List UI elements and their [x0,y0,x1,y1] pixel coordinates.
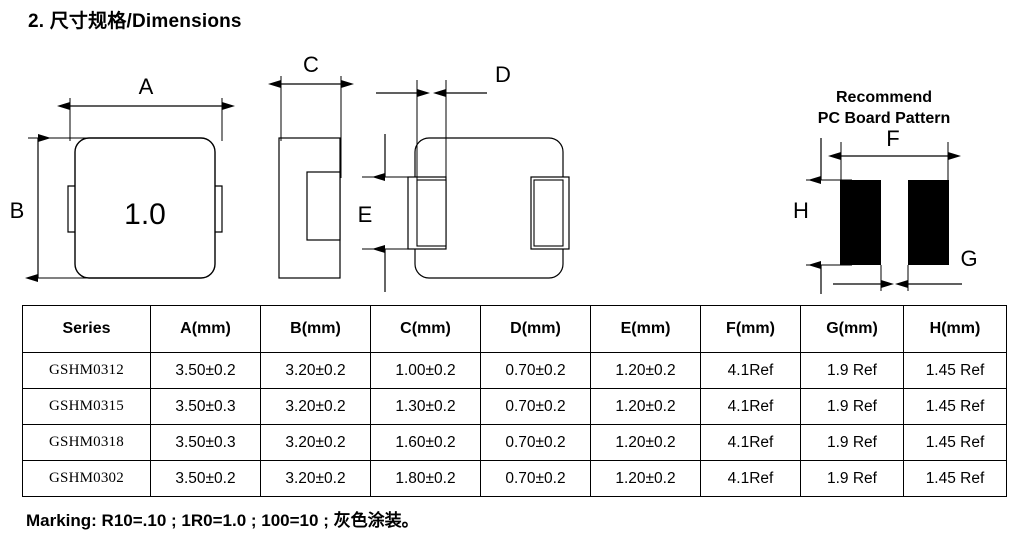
cell-b: 3.20±0.2 [260,388,371,425]
cell-e: 1.20±0.2 [590,388,701,425]
col-header-h: H(mm) [903,305,1007,353]
col-header-c: C(mm) [370,305,481,353]
cell-g: 1.9 Ref [800,460,904,497]
cell-d: 0.70±0.2 [480,424,591,461]
pcb-pattern-title-line1: Recommend [836,89,932,106]
cell-e: 1.20±0.2 [590,352,701,389]
dimension-label-h: H [793,198,809,223]
terminal-tab-right [215,185,223,233]
col-header-d: D(mm) [480,305,591,353]
cell-series: GSHM0318 [22,424,151,461]
cell-f: 4.1Ref [700,424,801,461]
cell-c: 1.30±0.2 [370,388,481,425]
col-header-e: E(mm) [590,305,701,353]
cell-c: 1.00±0.2 [370,352,481,389]
pcb-pad-right [908,180,949,265]
dimension-label-b: B [10,198,25,223]
bottom-view: D E [358,62,570,292]
pcb-pattern-title-line2: PC Board Pattern [818,110,950,127]
dimension-label-d: D [495,62,511,87]
pcb-pad-left [840,180,881,265]
dimension-label-a: A [139,74,154,99]
part-marking-value: 1.0 [124,198,166,231]
side-view: C [268,52,354,279]
marking-note: Marking: R10=.10 ; 1R0=1.0 ; 100=10 ; 灰色… [26,511,419,530]
cell-series: GSHM0302 [22,460,151,497]
cell-d: 0.70±0.2 [480,352,591,389]
cell-a: 3.50±0.3 [150,388,261,425]
cell-h: 1.45 Ref [903,460,1007,497]
pad-inner-right [533,179,564,247]
cell-e: 1.20±0.2 [590,424,701,461]
cell-h: 1.45 Ref [903,424,1007,461]
col-header-b: B(mm) [260,305,371,353]
cell-a: 3.50±0.2 [150,352,261,389]
dimension-label-c: C [303,52,319,77]
terminal-tab-left [67,185,75,233]
dimension-label-f: F [886,126,899,151]
table-row: GSHM0312 3.50±0.2 3.20±0.2 1.00±0.2 0.70… [22,352,1007,389]
cell-h: 1.45 Ref [903,388,1007,425]
col-header-a: A(mm) [150,305,261,353]
col-header-f: F(mm) [700,305,801,353]
top-view: 1.0 A B [10,74,235,282]
cell-f: 4.1Ref [700,460,801,497]
table-header-row: Series A(mm) B(mm) C(mm) D(mm) E(mm) F(m… [22,305,1007,353]
page-title: 2. 尺寸规格/Dimensions [28,11,242,32]
cell-d: 0.70±0.2 [480,388,591,425]
cell-a: 3.50±0.3 [150,424,261,461]
cell-g: 1.9 Ref [800,388,904,425]
cell-f: 4.1Ref [700,352,801,389]
dimensions-table: Series A(mm) B(mm) C(mm) D(mm) E(mm) F(m… [22,305,1007,497]
dimension-label-e: E [358,202,373,227]
cell-c: 1.60±0.2 [370,424,481,461]
dimension-label-g: G [960,246,977,271]
col-header-g: G(mm) [800,305,904,353]
cell-series: GSHM0312 [22,352,151,389]
side-terminal-outline [306,171,341,241]
pad-inner-left [416,179,447,247]
cell-d: 0.70±0.2 [480,460,591,497]
cell-b: 3.20±0.2 [260,352,371,389]
table-row: GSHM0302 3.50±0.2 3.20±0.2 1.80±0.2 0.70… [22,460,1007,497]
component-body-outline [74,137,216,279]
cell-c: 1.80±0.2 [370,460,481,497]
cell-b: 3.20±0.2 [260,424,371,461]
recommend-pc-board-pattern: Recommend PC Board Pattern F H [793,89,978,294]
col-header-series: Series [22,305,151,353]
table-row: GSHM0318 3.50±0.3 3.20±0.2 1.60±0.2 0.70… [22,424,1007,461]
cell-a: 3.50±0.2 [150,460,261,497]
cell-h: 1.45 Ref [903,352,1007,389]
table-row: GSHM0315 3.50±0.3 3.20±0.2 1.30±0.2 0.70… [22,388,1007,425]
cell-series: GSHM0315 [22,388,151,425]
dimension-drawings: 1.0 A B [0,46,1028,296]
cell-e: 1.20±0.2 [590,460,701,497]
cell-g: 1.9 Ref [800,424,904,461]
cell-f: 4.1Ref [700,388,801,425]
cell-g: 1.9 Ref [800,352,904,389]
cell-b: 3.20±0.2 [260,460,371,497]
